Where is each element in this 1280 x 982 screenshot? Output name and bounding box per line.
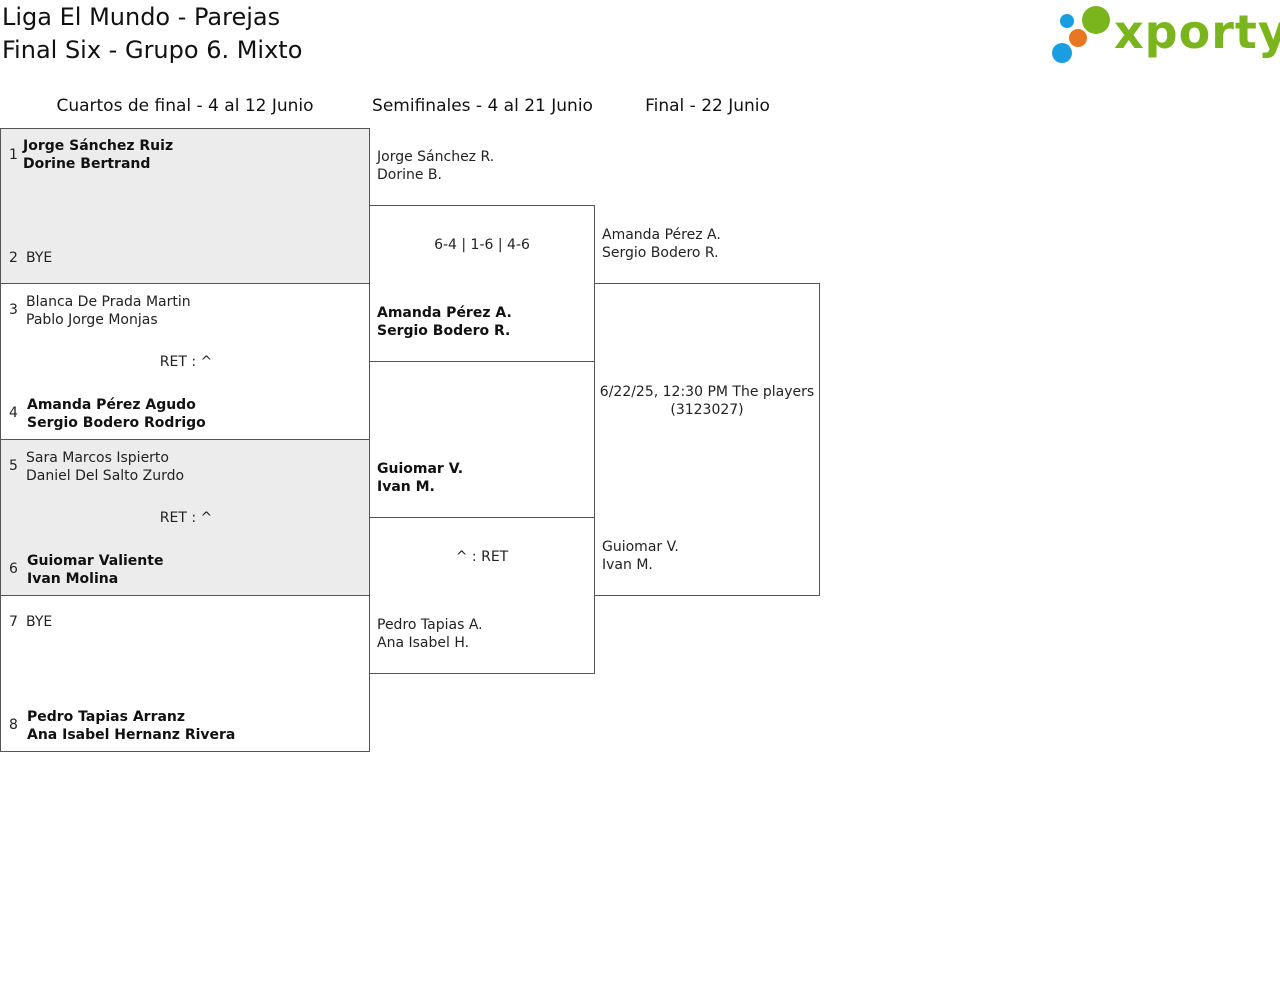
match-score: RET : ^: [159, 354, 213, 370]
logo-dot-orange-icon: [1069, 29, 1087, 47]
player-name: Pablo Jorge Monjas: [26, 312, 158, 328]
seed-number: 3: [9, 302, 18, 318]
team-top: Jorge Sánchez Ruiz Dorine Bertrand: [23, 137, 173, 173]
semifinal-1-team-top: Jorge Sánchez R. Dorine B.: [377, 148, 494, 184]
player-name: Sergio Bodero Rodrigo: [27, 415, 206, 431]
team-bottom: BYE: [26, 249, 52, 267]
player-name: Dorine B.: [377, 167, 442, 183]
match-score: ^ : RET: [455, 549, 509, 565]
seed-number: 1: [9, 147, 18, 163]
player-name: Pedro Tapias Arranz: [27, 709, 186, 725]
logo-text: xporty: [1114, 5, 1280, 59]
player-name: Ivan M.: [377, 479, 435, 495]
final-match: 6/22/25, 12:30 PM The players (3123027) …: [594, 283, 820, 596]
page-subtitle: Final Six - Grupo 6. Mixto: [2, 36, 303, 64]
player-name: Dorine Bertrand: [23, 156, 151, 172]
team-top: BYE: [26, 613, 52, 631]
xporty-logo: xporty: [1050, 4, 1280, 68]
team-bottom: Guiomar Valiente Ivan Molina: [27, 552, 163, 588]
quarterfinal-match-4: 7 BYE 8 Pedro Tapias Arranz Ana Isabel H…: [0, 595, 370, 752]
schedule-id: (3123027): [670, 402, 744, 418]
quarterfinal-match-3: 5 Sara Marcos Ispierto Daniel Del Salto …: [0, 439, 370, 596]
player-name: Amanda Pérez A.: [602, 227, 721, 243]
player-name: Ivan Molina: [27, 571, 119, 587]
player-name: Guiomar V.: [602, 539, 679, 555]
page-title: Liga El Mundo - Parejas: [2, 3, 281, 31]
match-score: 6-4 | 1-6 | 4-6: [434, 237, 530, 253]
seed-number: 4: [9, 405, 18, 421]
semifinal-2-team-bottom: Pedro Tapias A. Ana Isabel H.: [377, 616, 483, 652]
player-name: Daniel Del Salto Zurdo: [26, 468, 185, 484]
column-header-final: Final - 22 Junio: [645, 96, 770, 116]
player-name: Amanda Pérez Agudo: [27, 397, 196, 413]
player-name: Guiomar Valiente: [27, 553, 164, 569]
seed-number: 5: [9, 458, 18, 474]
semifinal-1-team-bottom: Amanda Pérez A. Sergio Bodero R.: [377, 304, 512, 340]
player-name: Guiomar V.: [377, 461, 464, 477]
player-name: BYE: [26, 250, 53, 266]
semifinal-match-2: ^ : RET Pedro Tapias A. Ana Isabel H.: [369, 517, 595, 674]
team-bottom: Amanda Pérez Agudo Sergio Bodero Rodrigo: [27, 396, 206, 432]
player-name: Ana Isabel Hernanz Rivera: [27, 727, 236, 743]
seed-number: 2: [9, 250, 18, 266]
player-name: Jorge Sánchez R.: [377, 149, 495, 165]
logo-dot-blue-icon: [1052, 43, 1072, 63]
logo-dot-green-icon: [1082, 6, 1110, 34]
player-name: Jorge Sánchez Ruiz: [23, 138, 174, 154]
match-score: RET : ^: [159, 510, 213, 526]
column-header-quarterfinals: Cuartos de final - 4 al 12 Junio: [56, 96, 314, 116]
player-name: Sara Marcos Ispierto: [26, 450, 169, 466]
team-bottom: Pedro Tapias Arranz Ana Isabel Hernanz R…: [27, 708, 235, 744]
semifinal-match-1: 6-4 | 1-6 | 4-6 Amanda Pérez A. Sergio B…: [369, 205, 595, 362]
final-team-top: Amanda Pérez A. Sergio Bodero R.: [602, 226, 721, 262]
player-name: Sergio Bodero R.: [602, 245, 719, 261]
final-schedule: 6/22/25, 12:30 PM The players (3123027): [595, 383, 819, 419]
seed-number: 7: [9, 614, 18, 630]
final-team-bottom: Guiomar V. Ivan M.: [602, 538, 679, 574]
player-name: BYE: [26, 614, 53, 630]
team-top: Blanca De Prada Martin Pablo Jorge Monja…: [26, 293, 191, 329]
seed-number: 6: [9, 561, 18, 577]
player-name: Ivan M.: [602, 557, 653, 573]
player-name: Amanda Pérez A.: [377, 305, 512, 321]
team-top: Sara Marcos Ispierto Daniel Del Salto Zu…: [26, 449, 184, 485]
player-name: Sergio Bodero R.: [377, 323, 511, 339]
player-name: Blanca De Prada Martin: [26, 294, 191, 310]
logo-dot-blue-small-icon: [1060, 14, 1074, 28]
seed-number: 8: [9, 717, 18, 733]
schedule-datetime: 6/22/25, 12:30 PM The players: [599, 384, 815, 400]
quarterfinal-match-2: 3 Blanca De Prada Martin Pablo Jorge Mon…: [0, 283, 370, 440]
semifinal-2-team-top: Guiomar V. Ivan M.: [377, 460, 463, 496]
column-header-semifinals: Semifinales - 4 al 21 Junio: [372, 96, 593, 116]
quarterfinal-match-1: 1 Jorge Sánchez Ruiz Dorine Bertrand 2 B…: [0, 128, 370, 284]
player-name: Ana Isabel H.: [377, 635, 470, 651]
player-name: Pedro Tapias A.: [377, 617, 483, 633]
